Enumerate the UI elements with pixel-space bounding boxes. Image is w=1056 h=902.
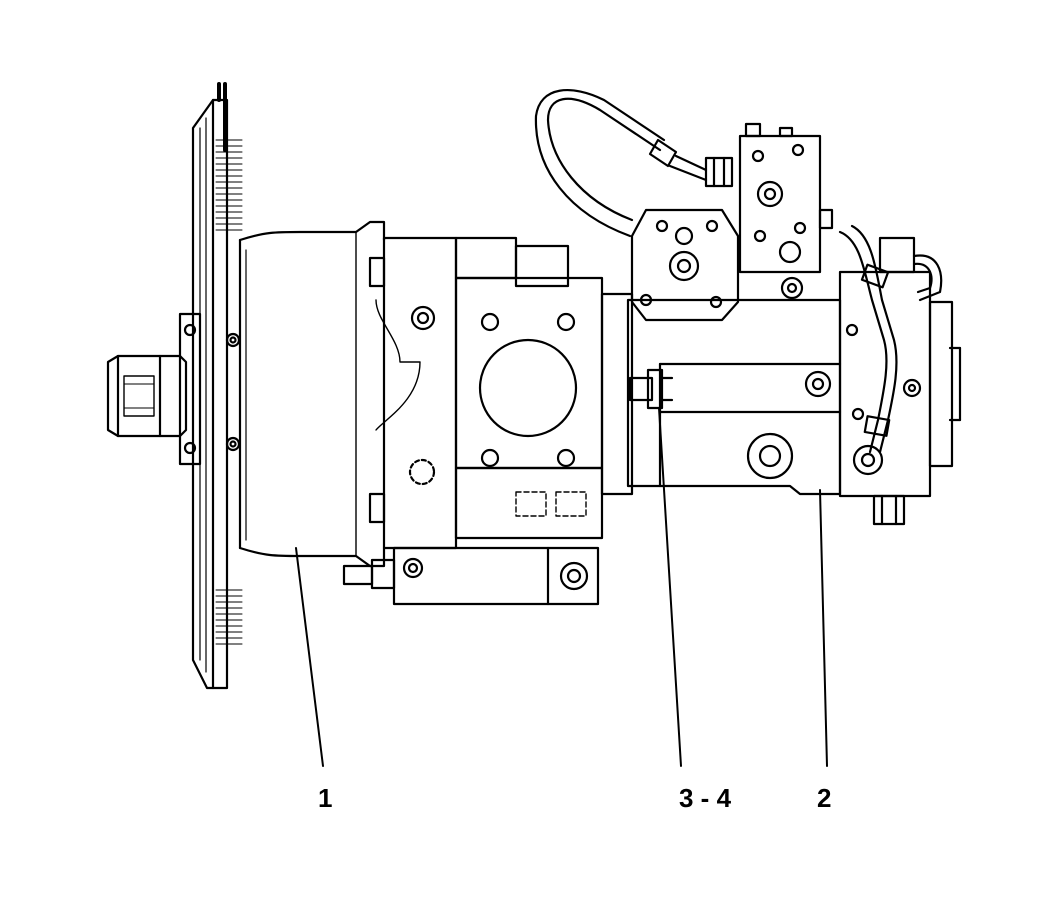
callout-label-1: 1 bbox=[318, 783, 333, 813]
rear-end-cover bbox=[838, 236, 962, 526]
lower-manifold-block bbox=[342, 546, 600, 606]
control-tubes bbox=[838, 224, 943, 454]
pump-body bbox=[368, 236, 634, 550]
second-pump-body bbox=[626, 276, 842, 496]
callout-label-3-4: 3 - 4 bbox=[679, 783, 732, 813]
mounting-flange-plate bbox=[191, 82, 229, 690]
valve-block bbox=[738, 122, 834, 274]
coupling-teeth bbox=[215, 139, 243, 645]
callout-label-2: 2 bbox=[817, 783, 832, 813]
bell-housing bbox=[225, 220, 386, 568]
control-cover bbox=[630, 208, 740, 322]
drive-shaft bbox=[106, 312, 202, 466]
pilot-hose bbox=[534, 88, 734, 238]
leader-lines bbox=[295, 407, 828, 767]
